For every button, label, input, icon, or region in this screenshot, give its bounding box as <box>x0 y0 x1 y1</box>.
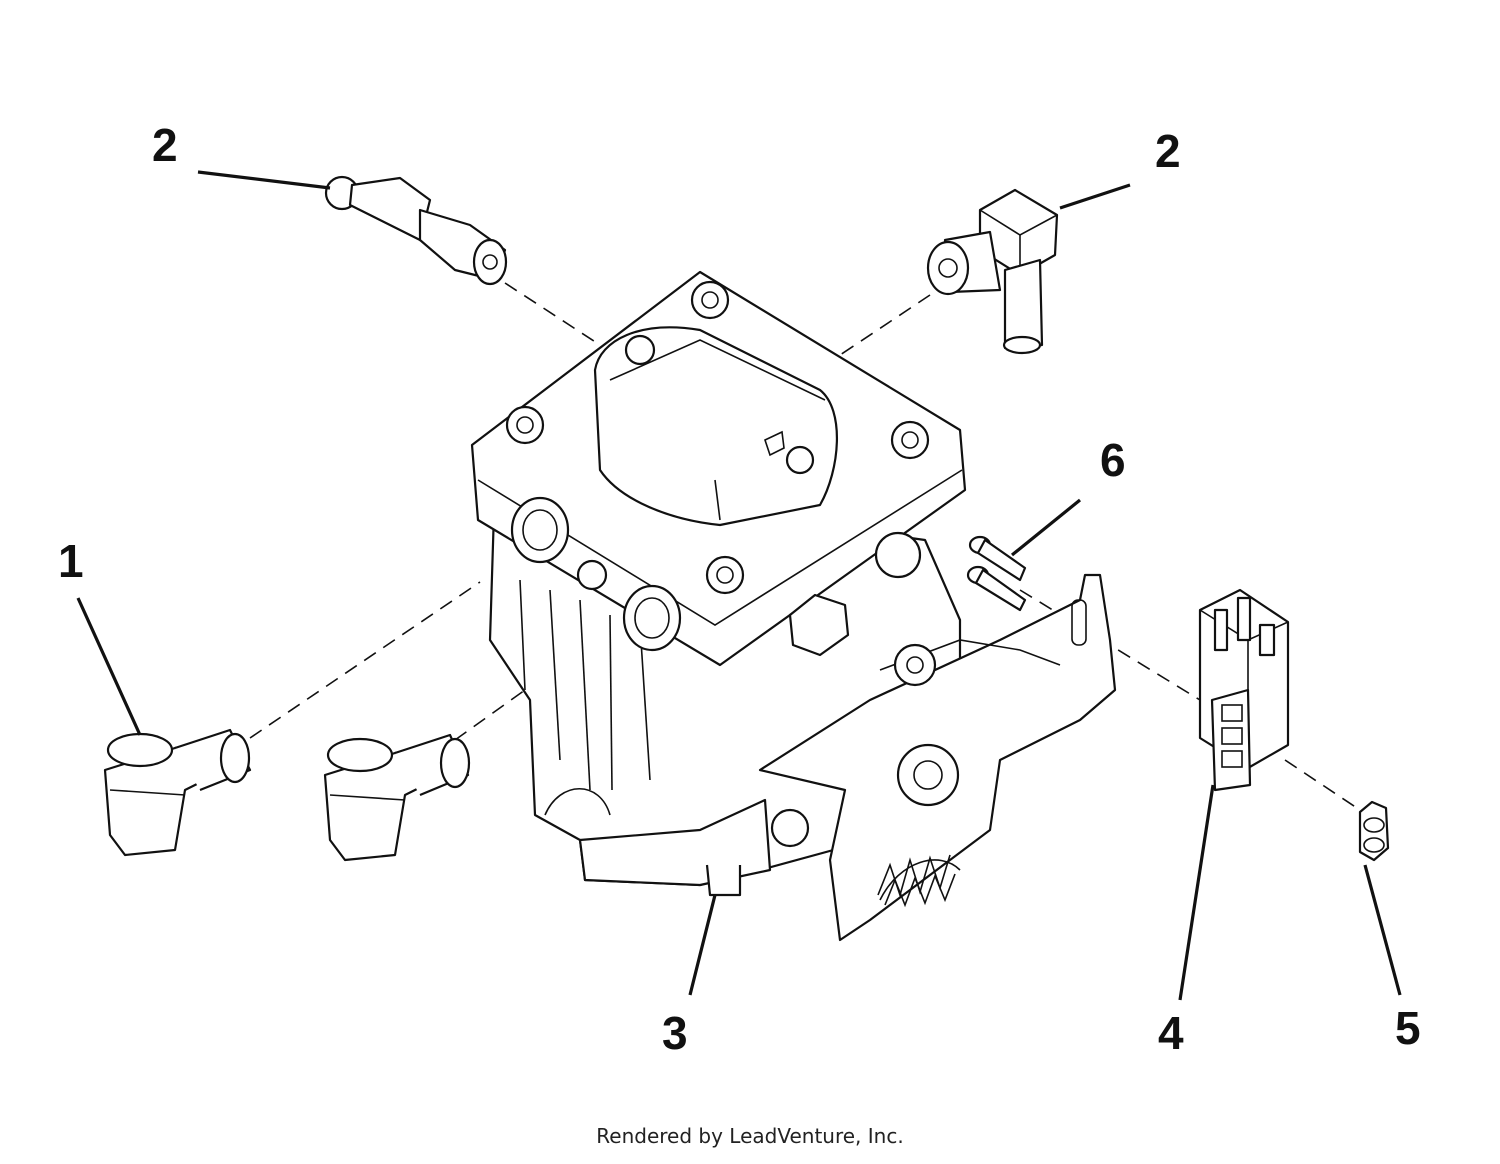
callout-2-right: 2 <box>1155 125 1181 177</box>
footer-credit: Rendered by LeadVenture, Inc. <box>596 1124 904 1148</box>
callout-1: 1 <box>58 535 84 587</box>
callout-2-left: 2 <box>152 119 178 171</box>
part-2-fuel-fitting-right <box>926 188 1059 355</box>
part-6-screws <box>966 535 1027 612</box>
part-2-fuel-fitting-left <box>324 175 508 286</box>
elbow-fitting-second <box>323 733 471 862</box>
part-1-elbow-fitting <box>103 728 252 857</box>
callout-6: 6 <box>1100 434 1126 486</box>
part-5-nut <box>1358 800 1390 862</box>
callout-4: 4 <box>1158 1007 1184 1059</box>
leader-lines <box>76 170 1402 1001</box>
callout-5: 5 <box>1395 1002 1421 1054</box>
throttle-linkage <box>758 573 1117 942</box>
callout-3: 3 <box>662 1007 688 1059</box>
part-4-connector <box>1198 588 1290 792</box>
